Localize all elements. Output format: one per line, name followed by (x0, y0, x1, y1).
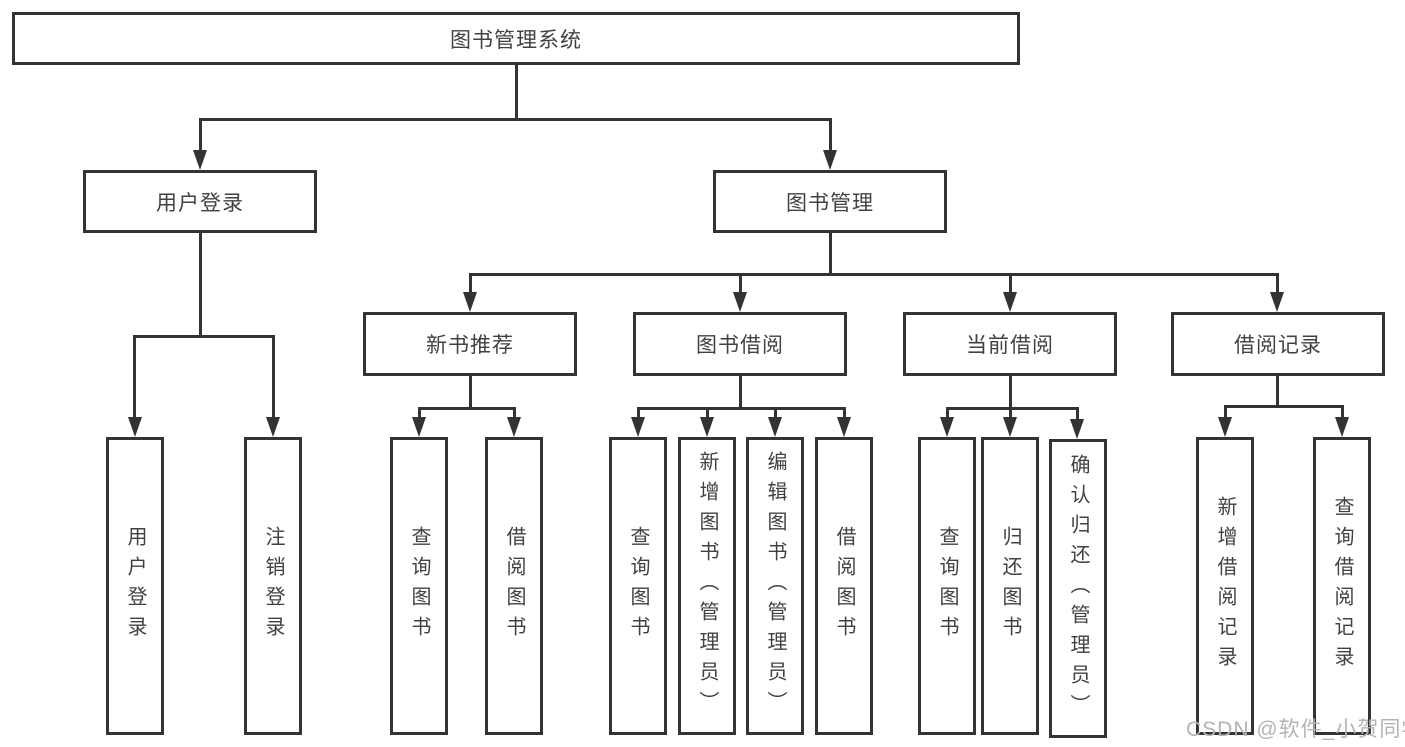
arrowhead-current-borrow (1003, 292, 1017, 312)
leaf-add-borrow-record: 新增借阅记录 (1196, 437, 1254, 735)
connector-leaf-return-books-shaft (1008, 407, 1012, 421)
connector-new-book-recommend-trunk (468, 376, 472, 407)
leaf-return-books-label: 归还图书 (999, 526, 1021, 646)
arrowhead-leaf-confirm-return (1070, 419, 1084, 439)
leaf-logout-label: 注销登录 (262, 526, 284, 646)
arrowhead-leaf-rec-borrow (507, 417, 521, 437)
node-user-login-label: 用户登录 (156, 191, 244, 215)
connector-book-borrow-trunk (738, 376, 742, 407)
connector-user-login-trunk (198, 233, 202, 335)
watermark: CSDN @软件_小贺同学 (1186, 718, 1405, 741)
connector-leaf-add-books-shaft (705, 407, 709, 421)
leaf-return-books: 归还图书 (981, 437, 1039, 735)
arrowhead-new-book-recommend (463, 292, 477, 312)
arrowhead-leaf-edit-books (768, 417, 782, 437)
arrowhead-leaf-query-record (1335, 417, 1349, 437)
connector-leaf-user-login-shaft (133, 335, 136, 421)
connector-leaf-query-record-shaft (1340, 405, 1344, 421)
leaf-current-query-books-label: 查询图书 (936, 526, 958, 646)
connector-user-login-shaft (198, 118, 202, 154)
leaf-add-books-admin-label: 新增图书（管理员） (696, 451, 718, 721)
arrowhead-book-borrow (733, 292, 747, 312)
leaf-rec-borrow-books: 借阅图书 (485, 437, 543, 735)
arrowhead-leaf-borrow-books (837, 417, 851, 437)
node-user-login: 用户登录 (83, 170, 317, 233)
connector-current-borrow-bar (945, 407, 1079, 410)
arrowhead-leaf-add-books (700, 417, 714, 437)
leaf-user-login: 用户登录 (106, 437, 164, 735)
arrowhead-leaf-rec-query (412, 417, 426, 437)
leaf-current-query-books: 查询图书 (918, 437, 976, 735)
node-root-label: 图书管理系统 (450, 28, 582, 52)
node-current-borrow-label: 当前借阅 (966, 334, 1054, 357)
leaf-borrow-books-label: 借阅图书 (833, 526, 855, 646)
connector-borrow-records-trunk (1275, 376, 1279, 407)
connector-current-borrow-trunk (1008, 376, 1012, 407)
node-borrow-records: 借阅记录 (1171, 312, 1385, 376)
connector-leaf-logout-shaft (271, 335, 275, 421)
connector-root-trunk (514, 65, 518, 121)
connector-level1-bar (198, 118, 832, 121)
connector-new-book-recommend-bar (417, 407, 516, 410)
connector-leaf-current-query-shaft (945, 407, 949, 421)
connector-leaf-add-record-shaft (1223, 405, 1227, 421)
leaf-query-borrow-record: 查询借阅记录 (1313, 437, 1371, 735)
leaf-borrow-books: 借阅图书 (815, 437, 873, 735)
connector-leaf-edit-books-shaft (773, 407, 777, 421)
connector-borrow-records-shaft (1275, 273, 1279, 297)
node-book-borrow-label: 图书借阅 (696, 334, 784, 357)
node-new-book-recommend-label: 新书推荐 (426, 334, 514, 357)
node-book-borrow: 图书借阅 (633, 312, 847, 376)
connector-new-book-recommend-shaft (468, 273, 472, 297)
connector-book-borrow-bar (636, 407, 846, 410)
arrowhead-book-management (823, 150, 837, 170)
node-book-management-label: 图书管理 (786, 191, 874, 215)
arrowhead-leaf-user-login (127, 417, 142, 437)
leaf-logout: 注销登录 (244, 437, 302, 735)
leaf-rec-query-books-label: 查询图书 (408, 526, 430, 646)
arrowhead-leaf-return-books (1003, 417, 1017, 437)
arrowhead-leaf-add-record (1218, 417, 1232, 437)
leaf-add-borrow-record-label: 新增借阅记录 (1214, 496, 1236, 676)
leaf-confirm-return-admin: 确认归还（管理员） (1049, 439, 1107, 738)
node-borrow-records-label: 借阅记录 (1234, 334, 1322, 357)
connector-leaf-rec-query-shaft (417, 407, 421, 421)
node-current-borrow: 当前借阅 (903, 312, 1117, 376)
arrowhead-borrow-records (1270, 292, 1284, 312)
node-new-book-recommend: 新书推荐 (363, 312, 577, 376)
node-book-management: 图书管理 (713, 170, 947, 233)
leaf-confirm-return-admin-label: 确认归还（管理员） (1067, 453, 1089, 724)
connector-book-borrow-shaft (738, 273, 742, 297)
arrowhead-user-login (193, 150, 207, 170)
arrowhead-leaf-current-query (940, 417, 954, 437)
connector-borrow-records-bar (1223, 405, 1344, 408)
leaf-query-borrow-record-label: 查询借阅记录 (1331, 496, 1353, 676)
connector-current-borrow-shaft (1008, 273, 1012, 297)
connector-level2-bar (468, 273, 1279, 276)
connector-book-management-shaft (828, 118, 832, 154)
connector-leaf-borrow-query-shaft (636, 407, 640, 421)
connector-leaf-borrow-books-shaft (842, 407, 846, 421)
leaf-rec-query-books: 查询图书 (390, 437, 448, 735)
connector-book-management-trunk (828, 233, 832, 276)
leaf-add-books-admin: 新增图书（管理员） (678, 437, 736, 735)
connector-leaf-confirm-return-shaft (1075, 407, 1079, 421)
node-root: 图书管理系统 (12, 12, 1020, 65)
arrowhead-leaf-borrow-query (631, 417, 645, 437)
leaf-edit-books-admin: 编辑图书（管理员） (746, 437, 804, 735)
connector-user-login-bar (133, 335, 275, 338)
arrowhead-leaf-logout (266, 417, 280, 437)
connector-leaf-rec-borrow-shaft (512, 407, 516, 421)
leaf-user-login-label: 用户登录 (124, 526, 146, 646)
leaf-borrow-query-books-label: 查询图书 (627, 526, 649, 646)
leaf-borrow-query-books: 查询图书 (609, 437, 667, 735)
leaf-edit-books-admin-label: 编辑图书（管理员） (764, 451, 786, 721)
leaf-rec-borrow-books-label: 借阅图书 (503, 526, 525, 646)
